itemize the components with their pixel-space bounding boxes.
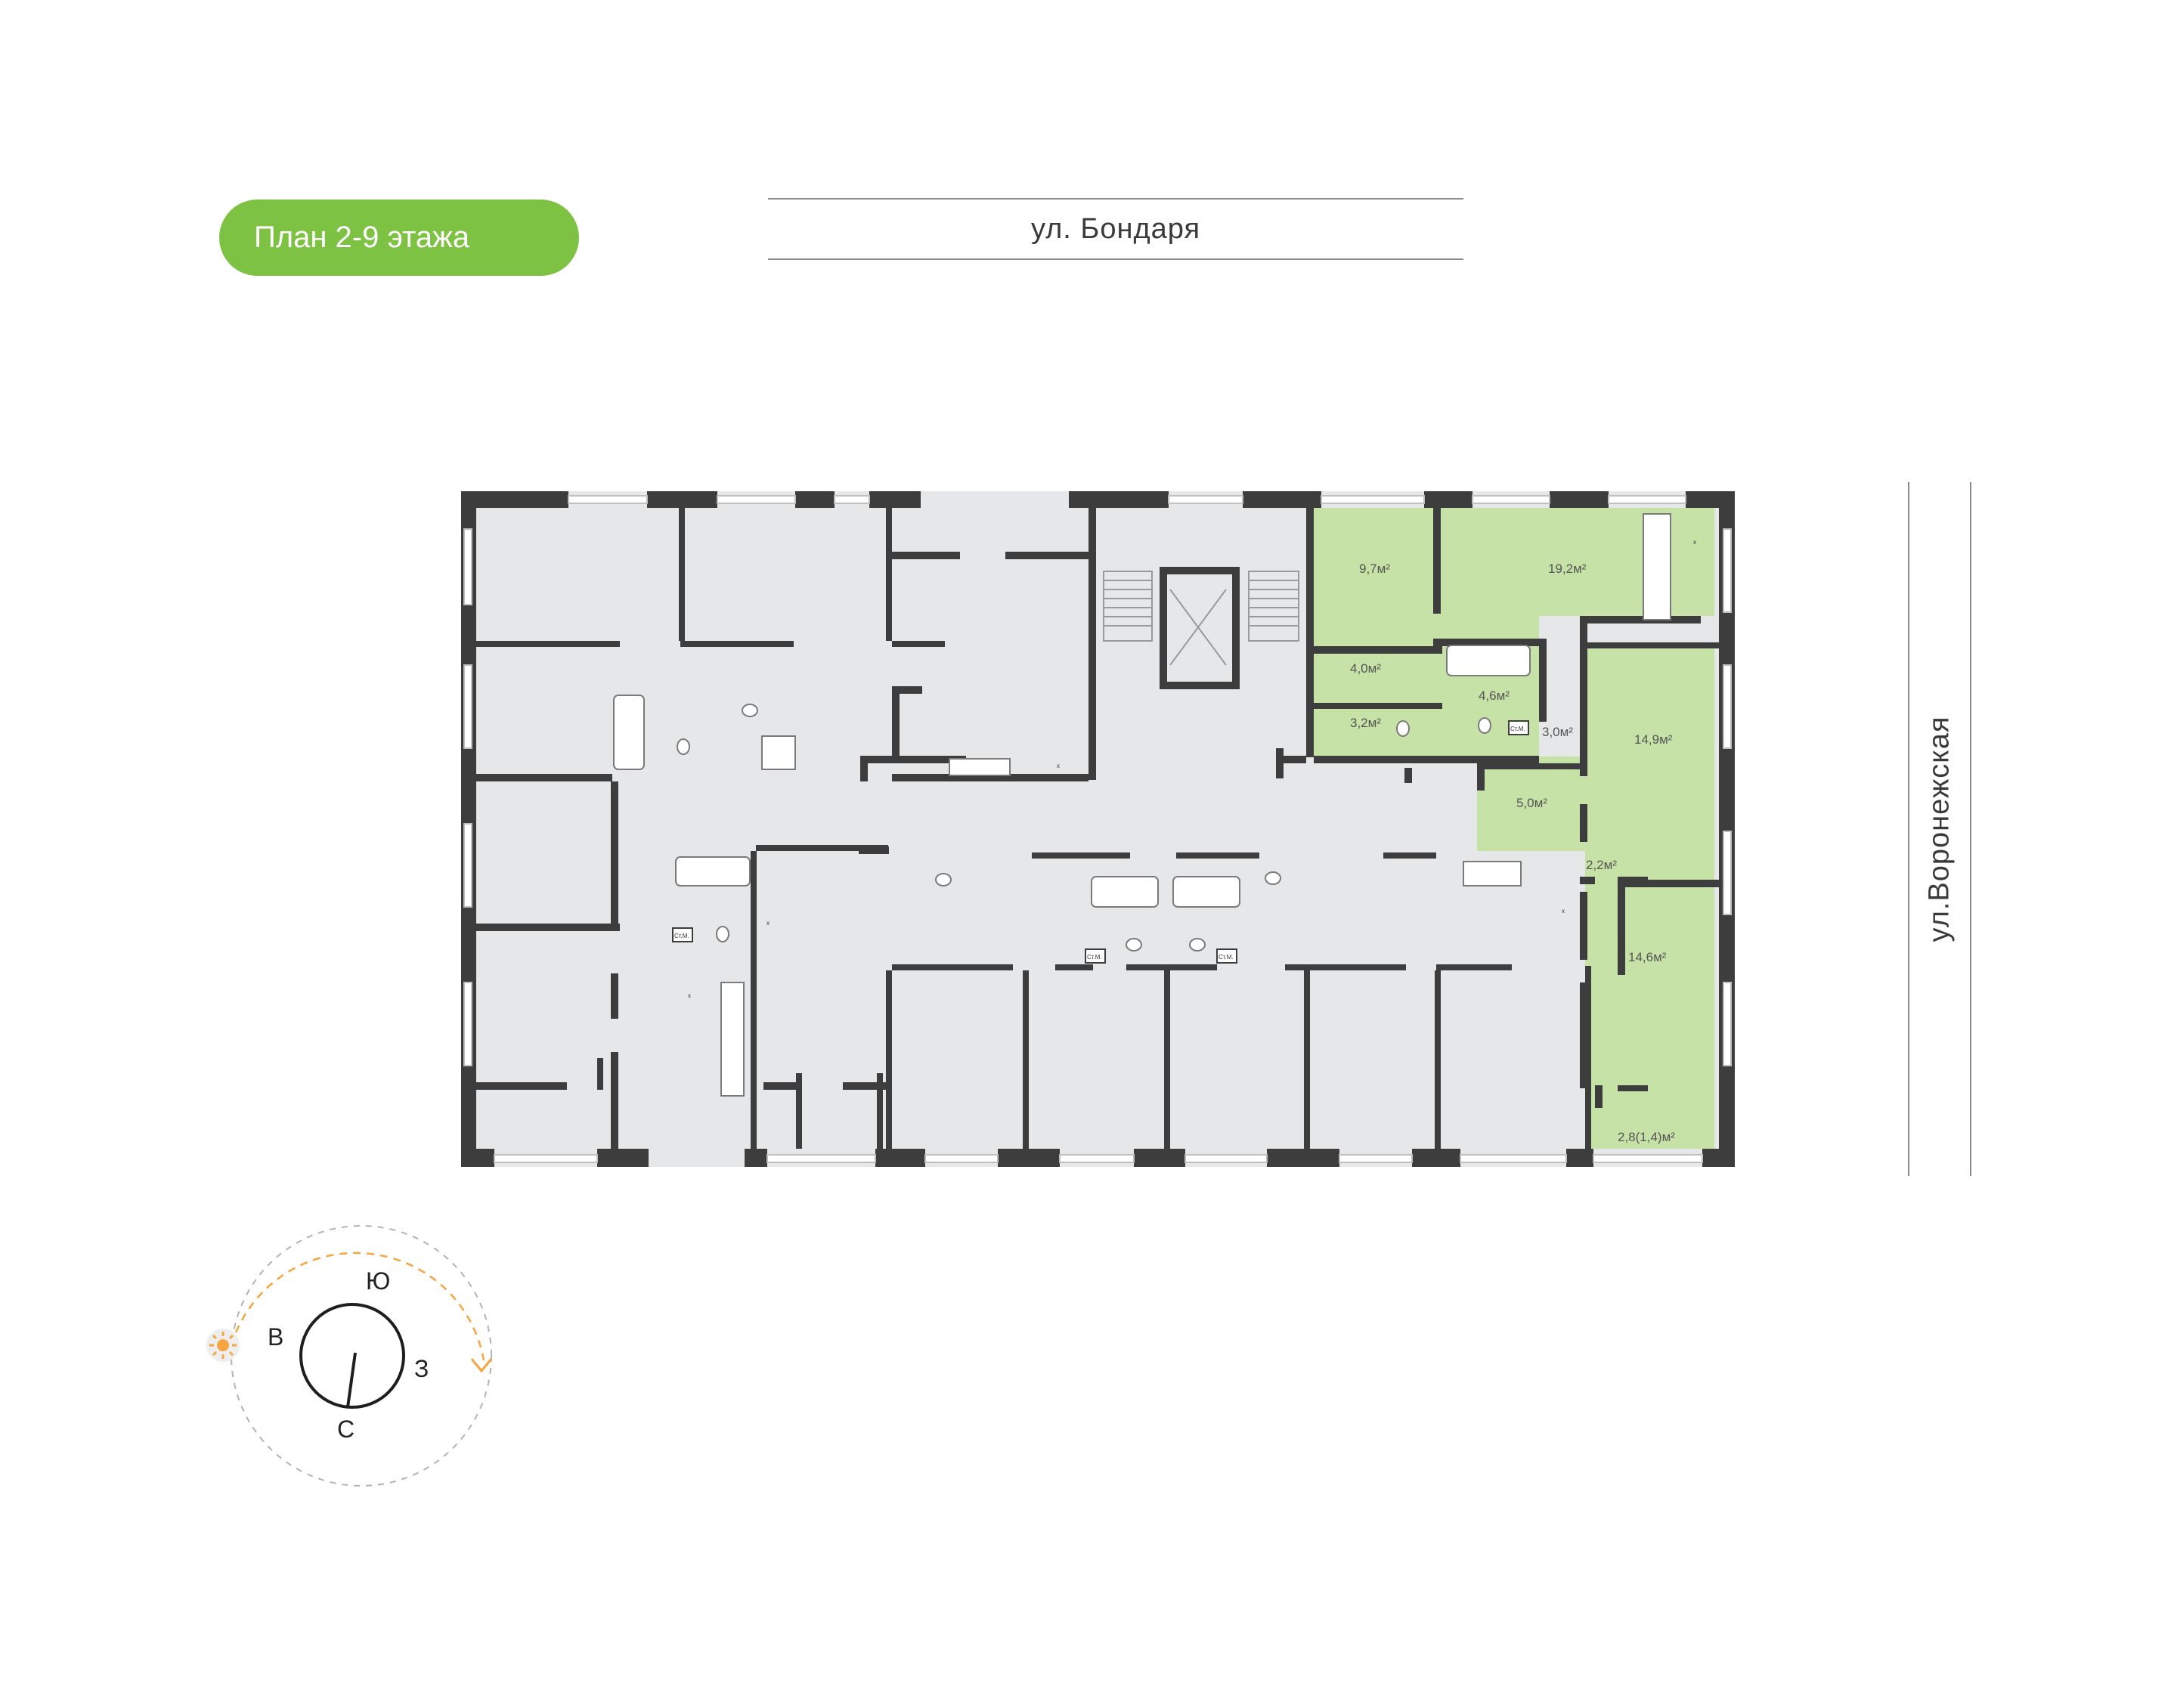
compass-east: В bbox=[268, 1323, 283, 1351]
stove-marks: x x x x x bbox=[688, 539, 1696, 999]
street-name-top: ул. Бондаря bbox=[1030, 212, 1201, 245]
area-label-room-g: 14,9м² bbox=[1634, 732, 1673, 747]
area-label-room-k: 2,8(1,4)м² bbox=[1618, 1130, 1675, 1144]
stove-mark: x bbox=[1562, 908, 1565, 914]
sun-path-arrowhead bbox=[470, 1358, 493, 1373]
selected-apartment[interactable] bbox=[1306, 508, 1714, 1149]
compass-needle bbox=[346, 1352, 357, 1408]
interior-walls bbox=[476, 508, 1719, 1150]
washer-label: Ст.М. bbox=[1087, 954, 1102, 961]
windows bbox=[463, 495, 1732, 1163]
area-label-room-h: 5,0м² bbox=[1516, 796, 1547, 810]
floor-plan-title: План 2-9 этажа bbox=[254, 221, 470, 254]
area-label-room-j: 14,6м² bbox=[1628, 950, 1667, 964]
street-label-right: ул.Воронежская bbox=[1908, 482, 1971, 1176]
sun-path-circle bbox=[231, 1225, 492, 1487]
street-label-top: ул. Бондаря bbox=[768, 198, 1463, 260]
area-label-room-f: 3,0м² bbox=[1542, 725, 1573, 739]
area-label-room-i: 2,2м² bbox=[1586, 858, 1617, 872]
stove-mark: x bbox=[1693, 539, 1696, 546]
compass-north: С bbox=[337, 1416, 355, 1443]
washer-label: Ст.М. bbox=[674, 933, 689, 939]
compass: Ю В З С bbox=[206, 1225, 493, 1487]
floor-plan-badge: План 2-9 этажа bbox=[219, 200, 579, 276]
compass-west: З bbox=[414, 1355, 429, 1382]
stove-mark: x bbox=[766, 920, 770, 927]
sun-icon bbox=[206, 1329, 240, 1362]
area-label-room-c: 4,0м² bbox=[1350, 661, 1381, 676]
washer-label: Ст.М. bbox=[1510, 726, 1525, 732]
washer-label: Ст.М. bbox=[1219, 954, 1234, 961]
compass-ring bbox=[299, 1303, 405, 1409]
area-label-room-b: 19,2м² bbox=[1548, 562, 1587, 576]
compass-south: Ю bbox=[366, 1267, 390, 1295]
area-label-room-e: 3,2м² bbox=[1350, 716, 1381, 730]
washer-marks: Ст.М. Ст.М. Ст.М. Ст.М. bbox=[672, 720, 1529, 964]
area-label-room-d: 4,6м² bbox=[1479, 688, 1510, 703]
stove-mark: x bbox=[688, 992, 691, 999]
stove-mark: x bbox=[1057, 763, 1060, 769]
area-label-room-a: 9,7м² bbox=[1359, 562, 1390, 576]
area-labels: 9,7м² 19,2м² 4,0м² 4,6м² 3,2м² 3,0м² 14,… bbox=[1350, 562, 1675, 1144]
stairwell bbox=[1103, 571, 1299, 666]
